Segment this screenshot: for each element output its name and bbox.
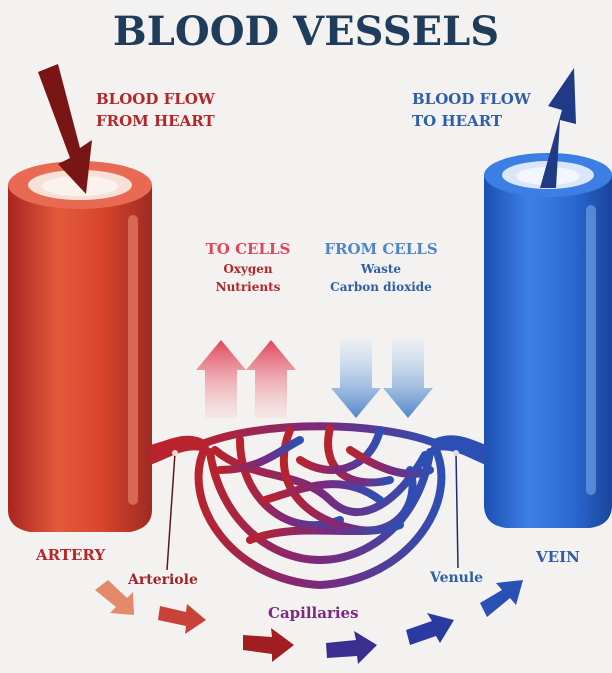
artery-label: ARTERY [36, 546, 105, 564]
flow-from-heart-line1: BLOOD FLOW [96, 88, 215, 110]
from-cells-waste: Waste [306, 260, 456, 278]
vein-vessel [484, 153, 612, 528]
flow-from-heart-label: BLOOD FLOW FROM HEART [96, 88, 215, 132]
from-cells-carbon-dioxide: Carbon dioxide [306, 278, 456, 296]
arteriole-pointer-line [167, 453, 175, 570]
capillaries-label: Capillaries [268, 604, 359, 622]
capillary-network [199, 426, 442, 585]
flow-to-heart-line2: TO HEART [412, 110, 531, 132]
to-cells-oxygen: Oxygen [186, 260, 310, 278]
to-cells-block: TO CELLS Oxygen Nutrients [186, 238, 310, 296]
from-cells-heading: FROM CELLS [306, 238, 456, 260]
to-cells-heading: TO CELLS [186, 238, 310, 260]
arrow-from-cells-icon [331, 340, 433, 418]
venule-pointer-line [456, 453, 458, 568]
arteriole-label: Arteriole [128, 572, 198, 588]
flow-from-heart-line2: FROM HEART [96, 110, 215, 132]
flow-to-heart-line1: BLOOD FLOW [412, 88, 531, 110]
artery-vessel [8, 161, 152, 532]
flow-to-heart-label: BLOOD FLOW TO HEART [412, 88, 531, 132]
arrow-to-cells-icon [196, 340, 296, 418]
from-cells-block: FROM CELLS Waste Carbon dioxide [306, 238, 456, 296]
venule-label: Venule [430, 570, 483, 586]
vein-label: VEIN [536, 548, 580, 566]
to-cells-nutrients: Nutrients [186, 278, 310, 296]
page-title: BLOOD VESSELS [0, 8, 612, 55]
flow-direction-arrows [95, 580, 523, 664]
